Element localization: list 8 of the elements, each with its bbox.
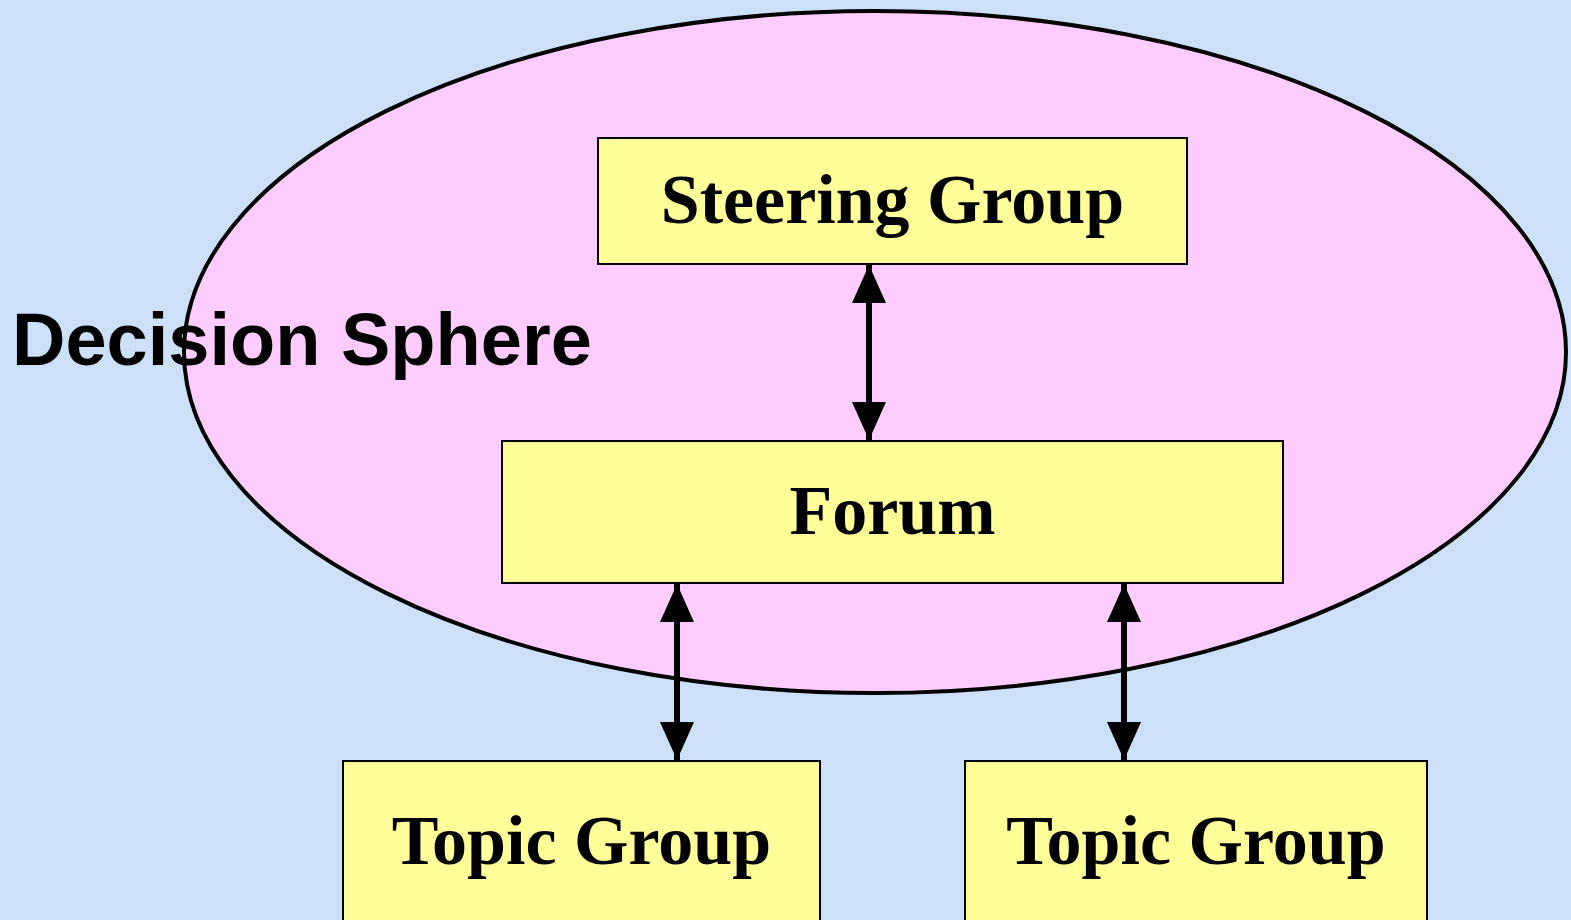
box-label: Forum (789, 476, 996, 546)
group-box (342, 760, 821, 920)
double-arrow (1107, 584, 1141, 760)
group-box (597, 137, 1188, 265)
group-box (501, 440, 1284, 584)
group-box (964, 760, 1428, 920)
double-arrow (852, 265, 886, 440)
double-arrow (660, 584, 694, 760)
